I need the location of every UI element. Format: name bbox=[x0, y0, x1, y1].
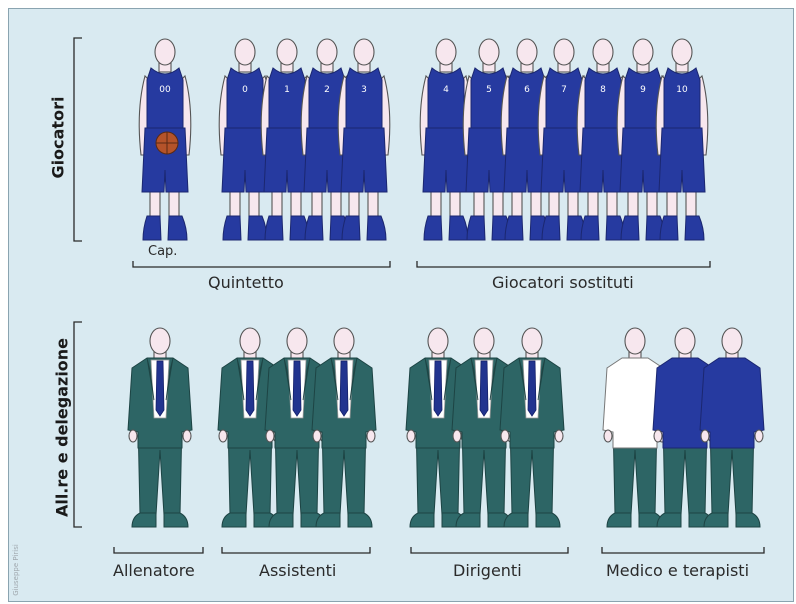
jersey-number: 7 bbox=[561, 85, 567, 95]
player-substitute-7: 7 bbox=[537, 38, 591, 241]
jersey-number: 10 bbox=[676, 85, 688, 95]
figure-manager-3 bbox=[499, 327, 565, 528]
jersey-number: 9 bbox=[640, 85, 646, 95]
player-starting-1: 1 bbox=[260, 38, 314, 241]
figure-coach bbox=[127, 327, 193, 528]
tie-icon bbox=[527, 360, 537, 417]
player-captain: 00 bbox=[138, 38, 192, 241]
tie-icon bbox=[155, 360, 165, 417]
managers-bracket bbox=[410, 547, 569, 554]
staff-row-label: All.re e delegazione bbox=[52, 337, 72, 518]
medical-bracket bbox=[601, 547, 765, 554]
players-row-label: Giocatori bbox=[48, 96, 68, 179]
figure-therapist-2 bbox=[699, 327, 765, 528]
jersey-number: 1 bbox=[284, 85, 290, 95]
player-substitute-4: 4 bbox=[419, 38, 473, 241]
jersey-number: 3 bbox=[361, 85, 367, 95]
group-label-assistants: Assistenti bbox=[259, 561, 337, 580]
captain-label: Cap. bbox=[148, 244, 178, 259]
tie-icon bbox=[479, 360, 489, 417]
assistants-bracket bbox=[221, 547, 371, 554]
group-label-medical: Medico e terapisti bbox=[606, 561, 750, 580]
jersey-number: 2 bbox=[324, 85, 330, 95]
jersey-number: 6 bbox=[524, 85, 530, 95]
starting-bracket bbox=[132, 261, 391, 268]
photo-credit: Giuseppe Pirisi bbox=[11, 544, 20, 596]
substitutes-bracket bbox=[416, 261, 711, 268]
group-label-managers: Dirigenti bbox=[453, 561, 522, 580]
staff-bracket bbox=[73, 321, 82, 528]
jersey-number: 5 bbox=[486, 85, 492, 95]
player-starting-3: 3 bbox=[337, 38, 391, 241]
tie-icon bbox=[339, 360, 349, 417]
player-starting-0: 0 bbox=[218, 38, 272, 241]
jersey-number: 00 bbox=[159, 85, 171, 95]
group-label-substitutes: Giocatori sostituti bbox=[492, 273, 634, 292]
jersey-number: 4 bbox=[443, 85, 449, 95]
jersey-number: 0 bbox=[242, 85, 248, 95]
player-substitute-10: 10 bbox=[655, 38, 709, 241]
jersey-number: 8 bbox=[600, 85, 606, 95]
figure-assistant-3 bbox=[311, 327, 377, 528]
players-bracket bbox=[73, 37, 82, 242]
player-substitute-5: 5 bbox=[462, 38, 516, 241]
tie-icon bbox=[433, 360, 443, 417]
tie-icon bbox=[292, 360, 302, 417]
group-label-coach: Allenatore bbox=[113, 561, 195, 580]
group-label-starting: Quintetto bbox=[208, 273, 284, 292]
tie-icon bbox=[245, 360, 255, 417]
coach-bracket bbox=[113, 547, 204, 554]
